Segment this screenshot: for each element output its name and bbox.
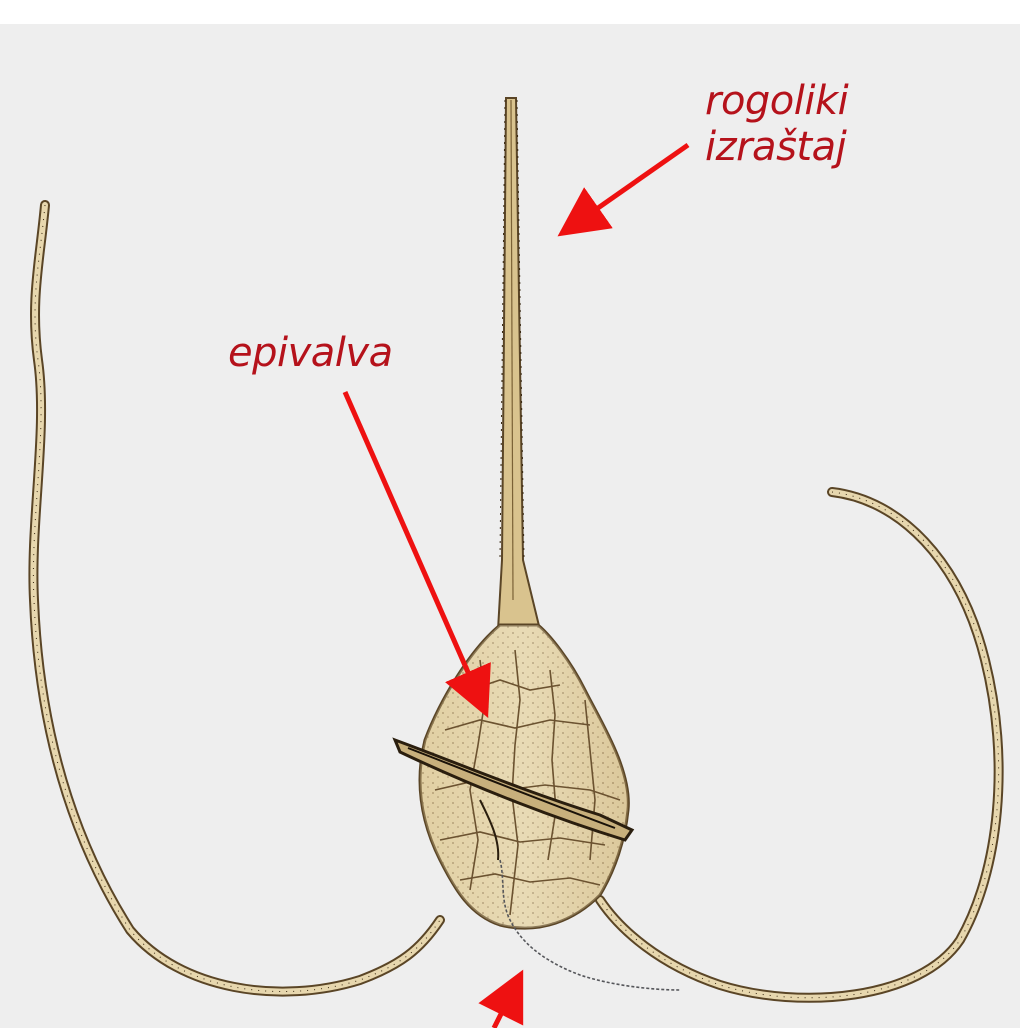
label-epivalva: epivalva (228, 330, 393, 376)
label-apical-horn-line2: izraštaj (705, 124, 848, 170)
top-white-strip (0, 0, 1025, 24)
label-apical-horn: rogoliki izraštaj (705, 78, 848, 170)
label-apical-horn-line1: rogoliki (705, 78, 848, 124)
